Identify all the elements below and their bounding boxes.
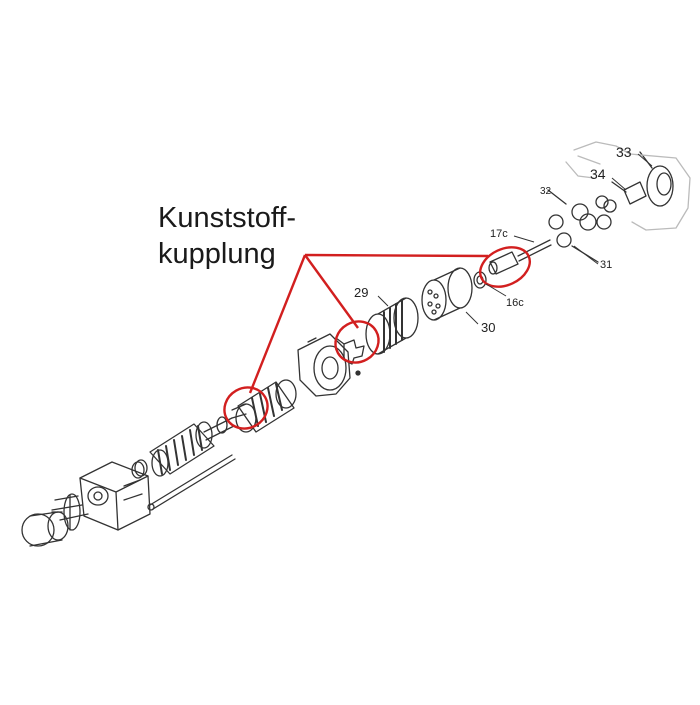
part-30-shape xyxy=(421,267,473,321)
callout-label-line-1: Kunststoff- xyxy=(158,202,297,234)
label-part-31: 31 xyxy=(600,259,612,271)
tick-part-30 xyxy=(465,311,479,325)
small-gears-part xyxy=(547,189,617,263)
label-part-30: 30 xyxy=(481,320,495,335)
highlight-circle-coupling xyxy=(334,320,380,364)
long-rod-part xyxy=(147,454,236,511)
highlight-circle-commutator xyxy=(223,386,269,430)
label-part-33: 33 xyxy=(616,144,632,160)
part-17c-shape xyxy=(488,239,552,275)
label-part-16c: 16c xyxy=(506,297,524,309)
commutator-part xyxy=(231,379,297,433)
end-cover-part xyxy=(565,141,691,231)
gear-housing-part xyxy=(79,461,151,531)
label-part-34: 34 xyxy=(590,166,606,182)
label-part-32: 32 xyxy=(540,186,552,197)
bushing-part xyxy=(131,459,148,479)
tick-part-31 xyxy=(573,245,599,265)
tick-part-16c xyxy=(485,283,507,297)
leader-line-to-commutator xyxy=(248,254,307,394)
tick-part-34 xyxy=(611,177,627,191)
tick-part-17c xyxy=(513,235,535,243)
leader-line-to-coupling xyxy=(304,254,359,329)
leader-line-to-part-17c xyxy=(304,253,489,258)
rotor-core-part xyxy=(149,421,215,477)
shaft-part xyxy=(203,416,235,441)
label-part-17c: 17c xyxy=(490,228,508,240)
part-29-shape xyxy=(365,297,419,355)
callout-label-line-2: kupplung xyxy=(158,238,276,270)
label-part-29: 29 xyxy=(354,285,368,300)
fan-part xyxy=(51,493,89,531)
tick-part-33 xyxy=(637,153,653,167)
end-cap-part xyxy=(21,511,69,547)
highlight-circle-part-17c xyxy=(479,246,531,288)
tick-part-29 xyxy=(377,295,389,307)
housing-plate-part xyxy=(297,333,361,397)
